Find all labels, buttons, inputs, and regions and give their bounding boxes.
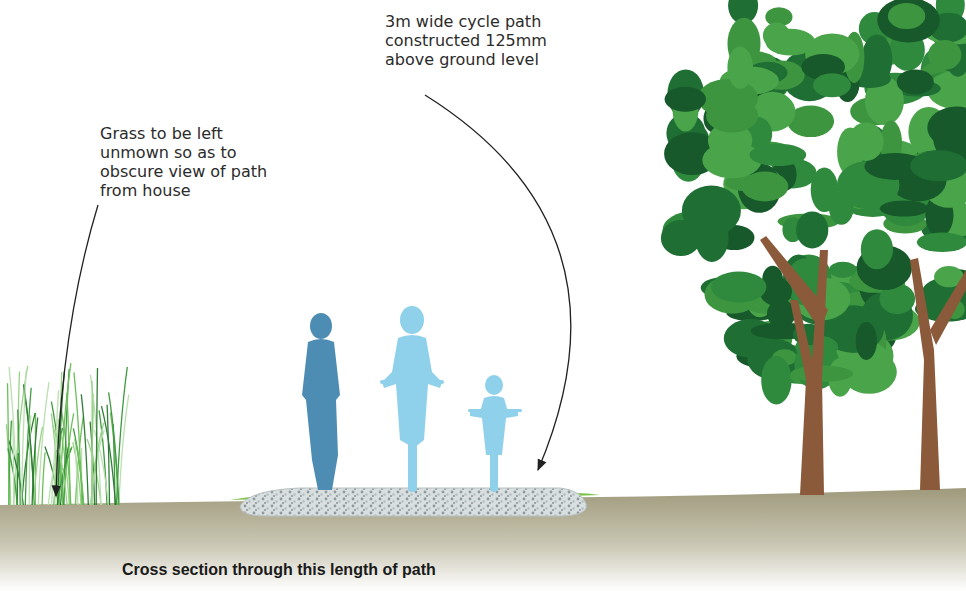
grass-blade xyxy=(18,410,21,505)
cycle-path xyxy=(240,488,587,516)
grass-blade xyxy=(75,447,78,505)
foliage xyxy=(862,34,893,84)
grass-blade xyxy=(25,388,31,505)
annotation-note: 3m wide cycle path constructed 125mm abo… xyxy=(385,12,585,69)
grass-blade xyxy=(91,381,92,505)
grass-blade xyxy=(74,372,82,505)
foliage xyxy=(727,47,753,89)
foliage xyxy=(888,3,925,29)
grass-blade xyxy=(8,449,17,506)
annotation-note: Grass to be left unmown so as to obscure… xyxy=(100,124,290,200)
adult-cyclist xyxy=(380,306,444,492)
foliage xyxy=(702,142,761,178)
grass-blade xyxy=(96,368,97,505)
grass-blade xyxy=(76,417,84,505)
foliage xyxy=(928,40,961,70)
foliage xyxy=(695,213,728,262)
foliage xyxy=(910,150,966,181)
foliage xyxy=(661,220,701,256)
grass-blade xyxy=(17,372,20,506)
grass-blade xyxy=(67,393,70,505)
unmown-grass xyxy=(6,363,128,505)
trees xyxy=(661,0,966,495)
foliage xyxy=(761,356,791,405)
child-cyclist xyxy=(468,375,522,492)
grass-blade xyxy=(107,405,109,505)
grass-blade xyxy=(8,383,9,505)
grass-blade xyxy=(102,406,116,505)
foliage xyxy=(711,272,766,303)
pedestrian xyxy=(302,313,340,490)
foliage xyxy=(848,122,883,161)
grass-blade xyxy=(53,425,67,505)
grass-blade xyxy=(42,452,45,505)
foliage xyxy=(796,211,828,248)
leader-line xyxy=(425,95,571,470)
caption: Cross section through this length of pat… xyxy=(122,560,436,579)
foliage xyxy=(829,191,854,225)
foliage xyxy=(861,229,893,269)
leader-line xyxy=(56,205,98,496)
foliage xyxy=(897,69,934,94)
foliage xyxy=(665,87,706,112)
foliage xyxy=(917,232,966,252)
grass-blade xyxy=(17,453,18,505)
grass-blade xyxy=(75,439,84,505)
foliage xyxy=(706,99,758,133)
grass-blade xyxy=(13,420,14,505)
foliage xyxy=(856,322,877,360)
grass-blade xyxy=(22,370,27,505)
foliage xyxy=(813,73,851,97)
foliage xyxy=(880,200,929,216)
foliage xyxy=(829,262,856,278)
grass-blade xyxy=(119,395,129,505)
foliage xyxy=(750,144,807,166)
foliage xyxy=(877,0,940,43)
foliage xyxy=(927,107,966,149)
ground xyxy=(0,488,966,591)
grass-blade xyxy=(34,427,43,505)
